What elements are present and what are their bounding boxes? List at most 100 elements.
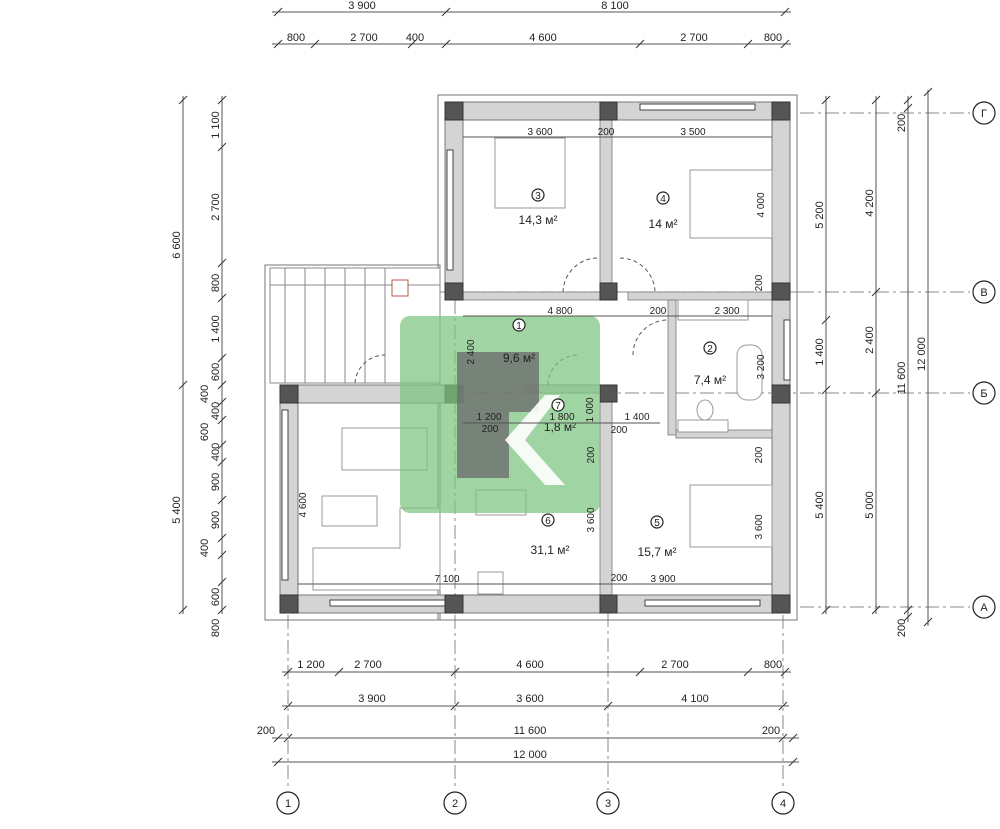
svg-text:4: 4	[780, 798, 786, 810]
svg-text:14,3 м²: 14,3 м²	[519, 213, 558, 227]
right-dimensions: 5 200 1 400 5 400 4 200 2 400 5 000 200 …	[814, 90, 929, 637]
svg-text:2 300: 2 300	[714, 306, 739, 317]
svg-text:4: 4	[660, 194, 666, 205]
dimension-tick	[923, 617, 933, 627]
dimension-tick	[217, 533, 227, 543]
room-6: 631,1 м²	[531, 513, 570, 557]
svg-text:2 700: 2 700	[661, 659, 689, 671]
svg-text:200: 200	[611, 425, 628, 436]
dimension-tick	[217, 440, 227, 450]
dimension-tick	[743, 667, 753, 677]
svg-text:2 700: 2 700	[210, 193, 222, 221]
dimension-tick	[743, 39, 753, 49]
svg-text:200: 200	[611, 573, 628, 584]
svg-text:800: 800	[764, 659, 782, 671]
dimension-tick	[603, 701, 613, 711]
svg-text:3 600: 3 600	[754, 514, 765, 539]
svg-text:3 600: 3 600	[527, 127, 552, 138]
dimension-tick	[871, 388, 881, 398]
svg-text:800: 800	[210, 619, 222, 637]
dimension-tick	[283, 667, 293, 677]
room-4: 414 м²	[649, 191, 677, 231]
svg-text:400: 400	[210, 443, 222, 461]
svg-text:7,4 м²: 7,4 м²	[694, 373, 726, 387]
room-2: 2 7,4 м²	[694, 341, 726, 387]
watermark-logo	[400, 316, 600, 513]
dimension-tick	[217, 353, 227, 363]
svg-text:3 600: 3 600	[516, 693, 544, 705]
svg-text:2 400: 2 400	[864, 326, 876, 354]
dimension-tick	[217, 457, 227, 467]
room-5: 515,7 м²	[638, 515, 676, 559]
svg-text:4 800: 4 800	[547, 306, 572, 317]
bed	[689, 169, 773, 239]
svg-text:3 600: 3 600	[586, 507, 597, 532]
dimension-tick	[217, 605, 227, 615]
dimension-tick	[903, 612, 913, 622]
dimension-tick	[217, 415, 227, 425]
svg-text:4 600: 4 600	[516, 659, 544, 671]
axis-marker-3: 3	[596, 791, 620, 815]
dimension-tick	[407, 39, 417, 49]
dimension-tick	[217, 142, 227, 152]
dimension-tick	[450, 667, 460, 677]
svg-text:600: 600	[199, 423, 211, 441]
dimension-tick	[273, 733, 283, 743]
inner-dimensions: 3 600 200 3 500 4 000 200 4 800 200 2 30…	[298, 127, 772, 585]
dimension-tick	[217, 380, 227, 390]
svg-text:600: 600	[210, 363, 222, 381]
svg-text:2: 2	[707, 344, 713, 355]
dimension-tick	[821, 95, 831, 105]
dimension-tick	[903, 95, 913, 105]
dimension-tick	[780, 39, 790, 49]
axis-marker-2: 2	[443, 791, 467, 815]
svg-text:1 100: 1 100	[210, 111, 222, 139]
dimension-tick	[441, 7, 451, 17]
dimension-tick	[903, 605, 913, 615]
svg-text:12 000: 12 000	[916, 337, 928, 371]
svg-text:7 100: 7 100	[434, 574, 459, 585]
axis-marker-g: Г	[972, 101, 996, 125]
dimension-tick	[450, 701, 460, 711]
svg-text:200: 200	[754, 446, 765, 463]
svg-text:3 900: 3 900	[650, 574, 675, 585]
svg-text:2 400: 2 400	[466, 339, 477, 364]
svg-text:200: 200	[896, 619, 908, 637]
axis-marker-v: В	[972, 280, 996, 304]
bed	[689, 484, 773, 548]
dimension-tick	[788, 733, 798, 743]
svg-text:200: 200	[762, 725, 780, 737]
dimension-tick	[283, 701, 293, 711]
axis-marker-1: 1	[276, 791, 300, 815]
svg-text:3 500: 3 500	[680, 127, 705, 138]
svg-text:200: 200	[754, 274, 765, 291]
svg-text:5 200: 5 200	[814, 201, 826, 229]
svg-text:600: 600	[210, 588, 222, 606]
svg-text:2 700: 2 700	[354, 659, 382, 671]
dimension-ticks	[178, 7, 933, 767]
toilet	[696, 399, 714, 421]
svg-text:4 100: 4 100	[681, 693, 709, 705]
svg-text:2: 2	[452, 798, 458, 810]
svg-text:31,1 м²: 31,1 м²	[531, 543, 570, 557]
dimension-tick	[788, 757, 798, 767]
svg-text:9,6 м²: 9,6 м²	[503, 351, 535, 365]
dimension-tick	[217, 550, 227, 560]
dimension-tick	[178, 605, 188, 615]
svg-text:800: 800	[287, 32, 305, 44]
bed	[494, 137, 566, 209]
svg-text:400: 400	[210, 402, 222, 420]
dimension-tick	[310, 39, 320, 49]
svg-text:3 900: 3 900	[348, 0, 376, 12]
dimension-tick	[923, 87, 933, 97]
svg-text:11 600: 11 600	[896, 362, 908, 395]
dimension-tick	[178, 380, 188, 390]
svg-text:5: 5	[654, 518, 660, 529]
svg-text:1 400: 1 400	[814, 338, 826, 366]
dimension-tick	[217, 293, 227, 303]
svg-text:1: 1	[285, 798, 291, 810]
svg-text:3 200: 3 200	[756, 354, 767, 379]
svg-text:200: 200	[650, 306, 667, 317]
svg-text:400: 400	[406, 32, 424, 44]
svg-text:1 200: 1 200	[297, 659, 325, 671]
